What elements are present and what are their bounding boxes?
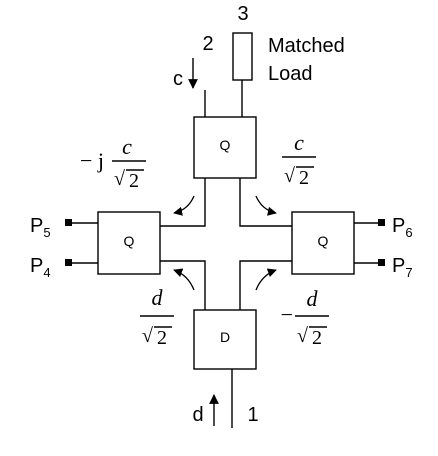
block-right-q-label: Q <box>318 233 329 249</box>
svg-text:−: − <box>281 302 293 327</box>
svg-text:2: 2 <box>157 327 167 349</box>
matched-load-resistor <box>232 32 253 81</box>
block-bottom-d-label: D <box>220 329 230 345</box>
port-label-p5: P5 <box>30 215 51 240</box>
svg-text:c: c <box>122 134 132 159</box>
svg-text:2: 2 <box>312 327 322 349</box>
port-label-p6: P6 <box>392 215 413 240</box>
svg-text:2: 2 <box>299 167 309 189</box>
p6-terminal <box>378 219 385 226</box>
svg-text:√: √ <box>114 168 125 190</box>
port-label-p4: P4 <box>30 255 51 280</box>
svg-text:2: 2 <box>129 170 139 192</box>
matched-load-label-line1: Matched <box>268 35 345 57</box>
coefficient-top-right: c √ 2 <box>282 130 316 189</box>
coefficient-top-left: − j c √ 2 <box>80 134 146 192</box>
block-top-q <box>193 116 257 179</box>
svg-text:√: √ <box>284 165 295 187</box>
block-left-q <box>97 211 161 275</box>
flow-arrow-top-left <box>173 195 195 216</box>
port-label-2: 2 <box>202 33 213 55</box>
svg-text:c: c <box>294 130 304 155</box>
p4-terminal <box>65 259 72 266</box>
junction-outline <box>160 178 292 310</box>
signal-d-label: d <box>192 404 203 426</box>
port-label-1: 1 <box>247 404 258 426</box>
p5-terminal <box>65 219 72 226</box>
block-right-q <box>291 211 355 275</box>
block-top-q-label: Q <box>220 137 231 153</box>
matched-load-label-line2: Load <box>268 63 313 85</box>
svg-text:√: √ <box>142 325 153 347</box>
block-left-q-label: Q <box>124 233 135 249</box>
flow-arrow-bottom-left <box>173 268 195 291</box>
svg-text:d: d <box>307 286 319 311</box>
svg-text:− j: − j <box>80 148 104 173</box>
port-label-p7: P7 <box>392 255 413 280</box>
block-bottom-d <box>193 309 257 370</box>
flow-arrow-top-right <box>255 195 277 216</box>
coefficient-bottom-left: d √ 2 <box>140 285 174 349</box>
p7-terminal <box>378 259 385 266</box>
flow-arrow-bottom-right <box>255 268 277 291</box>
svg-text:√: √ <box>297 325 308 347</box>
coefficient-bottom-right: − d √ 2 <box>281 286 329 349</box>
svg-text:d: d <box>152 285 164 310</box>
signal-c-label: c <box>173 68 183 90</box>
port-label-3: 3 <box>237 3 248 25</box>
